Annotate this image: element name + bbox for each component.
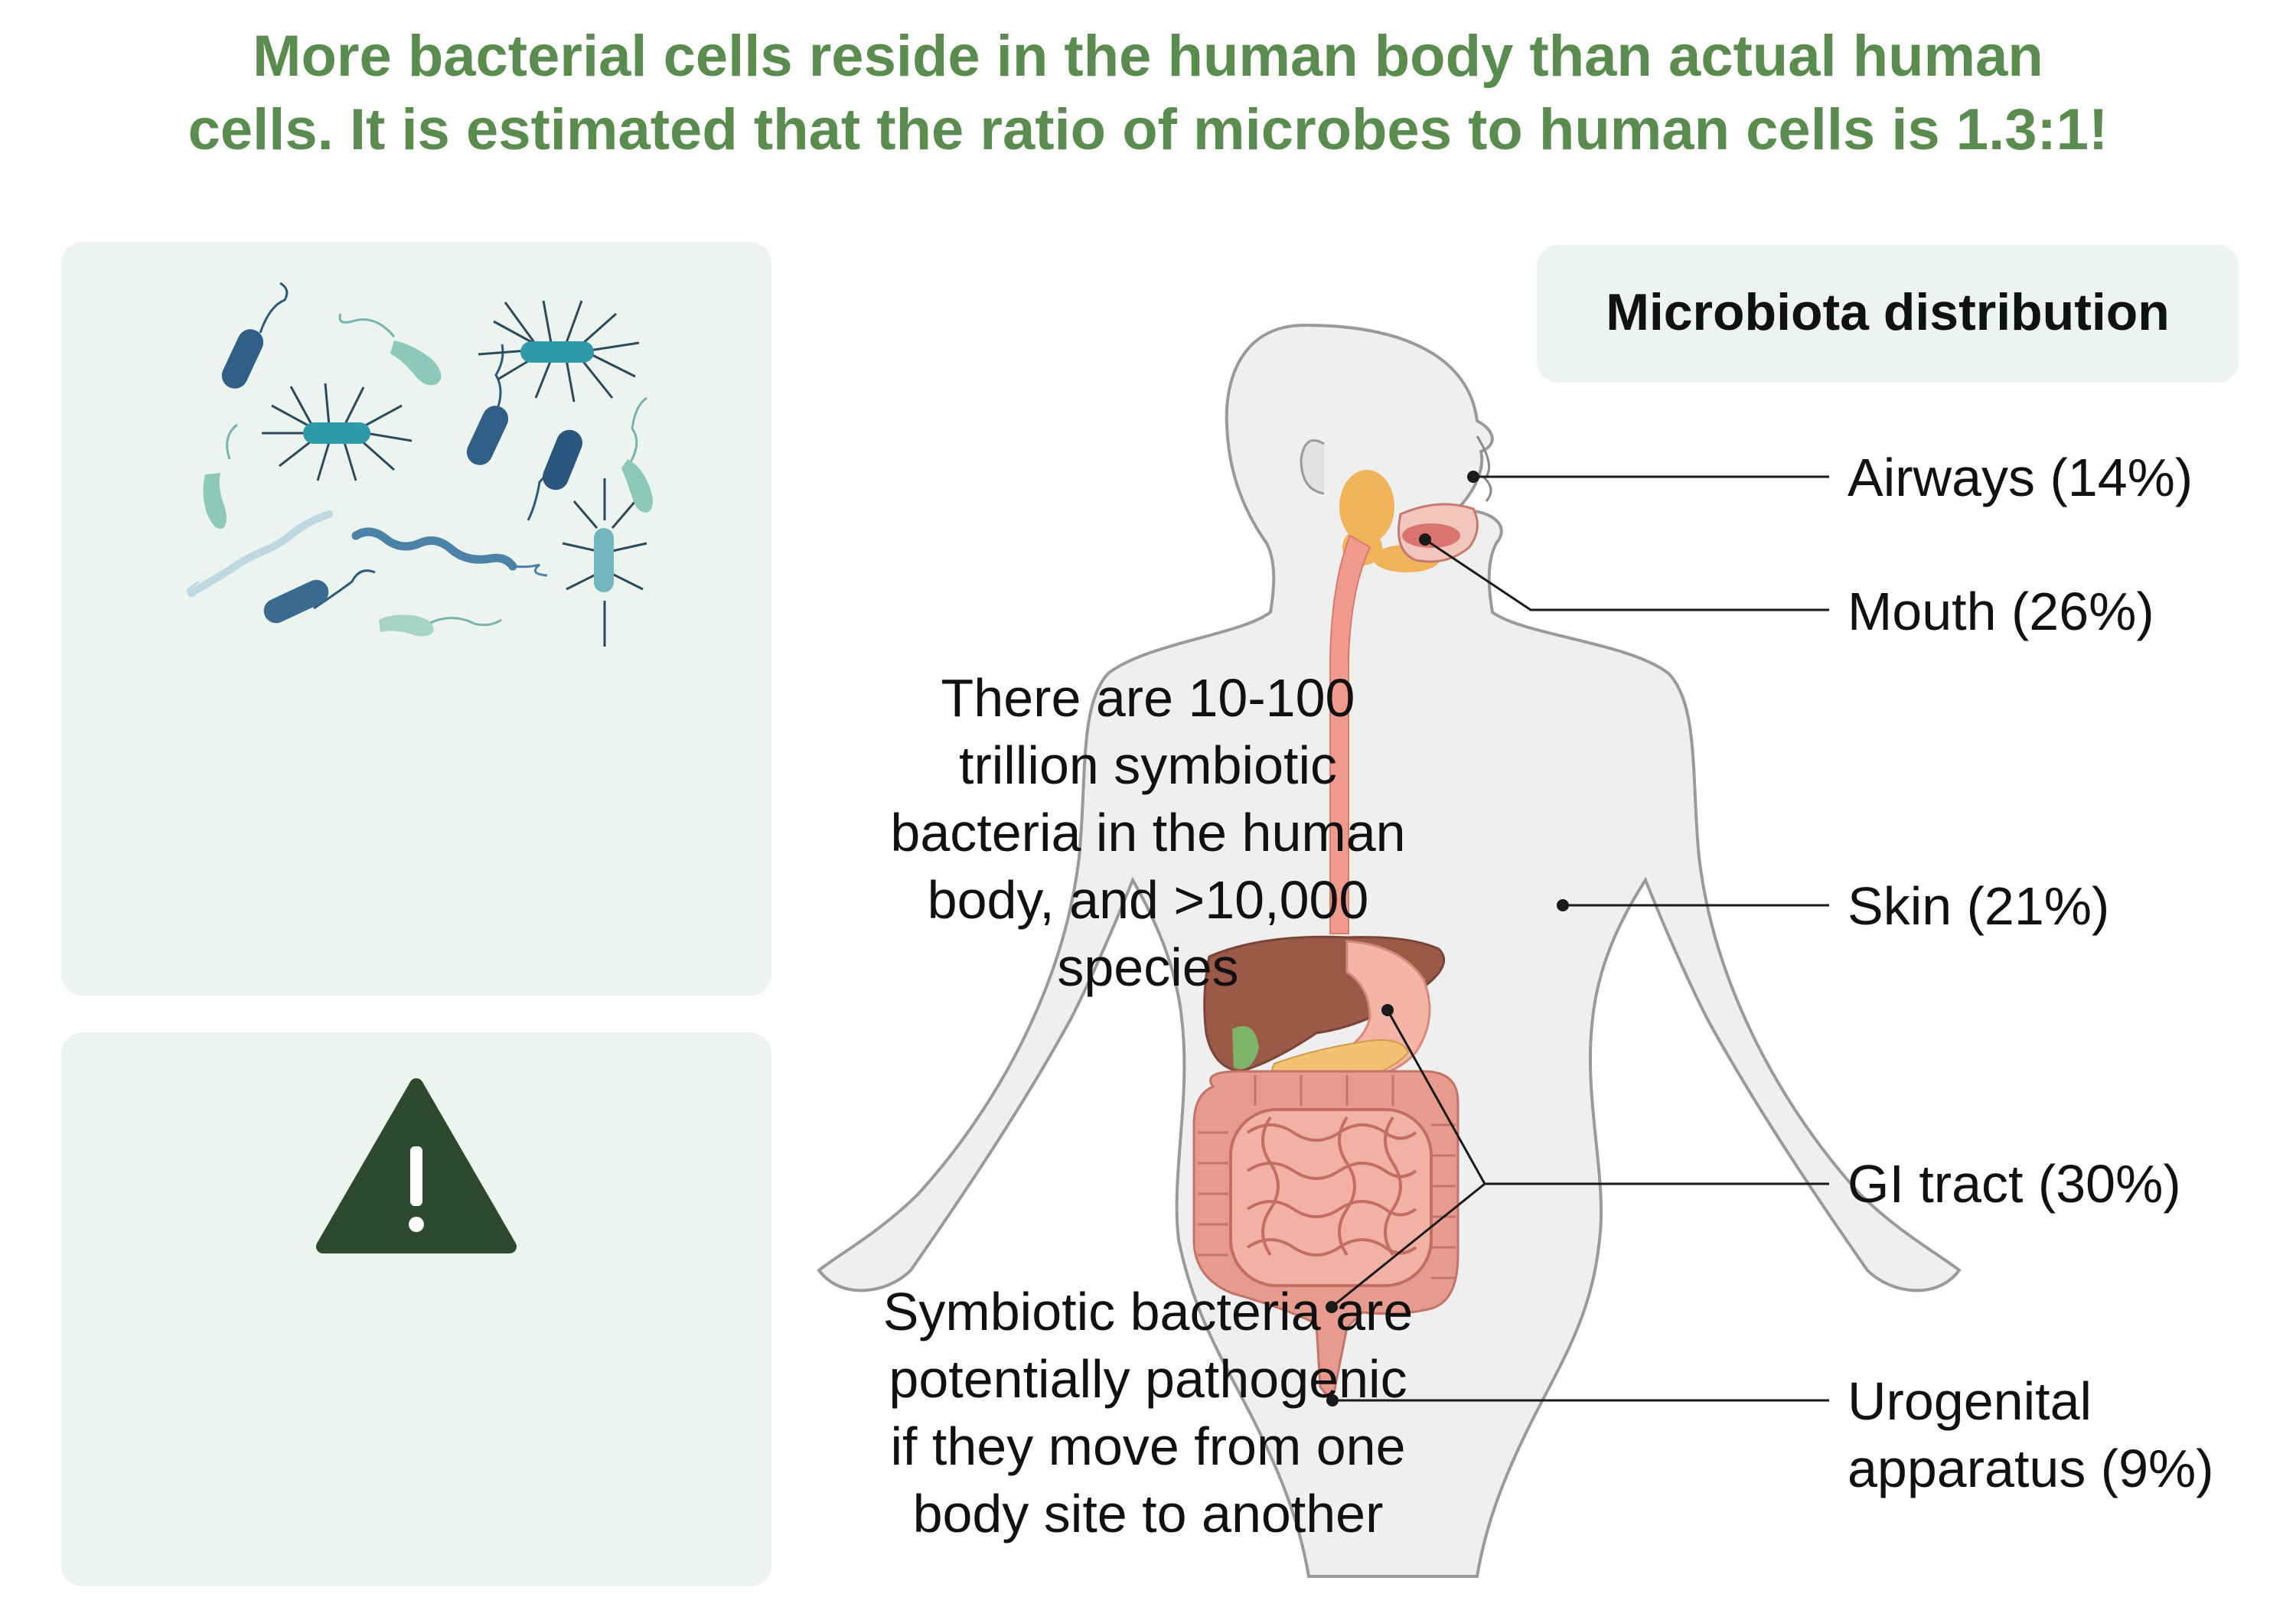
headline-line-1: More bacterial cells reside in the human… xyxy=(253,24,2043,89)
headline-line-2: cells. It is estimated that the ratio of… xyxy=(188,97,2108,162)
facts-line: bacteria in the human xyxy=(890,803,1406,862)
warning-line: Symbiotic bacteria are xyxy=(882,1282,1414,1341)
urogenital-label: Urogenital apparatus (9%) xyxy=(1848,1367,2214,1502)
skin-label: Skin (21%) xyxy=(1848,876,2110,936)
mouth-label: Mouth (26%) xyxy=(1848,582,2154,641)
facts-line: trillion symbiotic xyxy=(959,735,1337,795)
distribution-title-panel xyxy=(1537,245,2239,383)
facts-line: body, and >10,000 xyxy=(927,870,1369,930)
mouth-callout-line xyxy=(1424,538,1829,611)
bacteria-facts-text: There are 10-100 trillion symbiotic bact… xyxy=(0,664,2296,1001)
gi-tract-label: GI tract (30%) xyxy=(1848,1154,2181,1214)
callout-dots xyxy=(1326,471,1569,1407)
facts-line: species xyxy=(1057,937,1239,997)
gi-dot-lower xyxy=(1326,1301,1338,1313)
gi-dot xyxy=(1381,1004,1394,1016)
large-intestine-haustra xyxy=(1198,1075,1456,1279)
urogenital-dot xyxy=(1326,1394,1339,1407)
gi-callout-line xyxy=(1331,1009,1829,1309)
distribution-title: Microbiota distribution xyxy=(1606,283,2170,341)
warning-line: potentially pathogenic xyxy=(889,1349,1407,1409)
pathogen-warning-text: Symbiotic bacteria are potentially patho… xyxy=(0,1278,2296,1547)
urogenital-label-line-2: apparatus (9%) xyxy=(1848,1439,2214,1498)
facts-line: There are 10-100 xyxy=(941,668,1355,728)
callout-lines xyxy=(1331,475,1829,1402)
urogenital-label-line-1: Urogenital xyxy=(1848,1371,2092,1431)
esophagus xyxy=(1329,534,1371,934)
airways-dot xyxy=(1467,471,1479,483)
warning-triangle-icon xyxy=(316,1078,517,1253)
airways-label: Airways (14%) xyxy=(1848,448,2193,507)
skin-dot xyxy=(1557,899,1569,911)
bacteria-cluster-icon xyxy=(186,282,654,647)
mouth-cavity xyxy=(1397,503,1479,563)
warning-line: if they move from one xyxy=(890,1416,1406,1476)
headline: More bacterial cells reside in the human… xyxy=(0,20,2296,167)
gallbladder xyxy=(1232,1025,1259,1070)
mouth-dot xyxy=(1419,533,1431,546)
small-intestine xyxy=(1229,1108,1433,1287)
warning-line: body site to another xyxy=(912,1484,1384,1543)
